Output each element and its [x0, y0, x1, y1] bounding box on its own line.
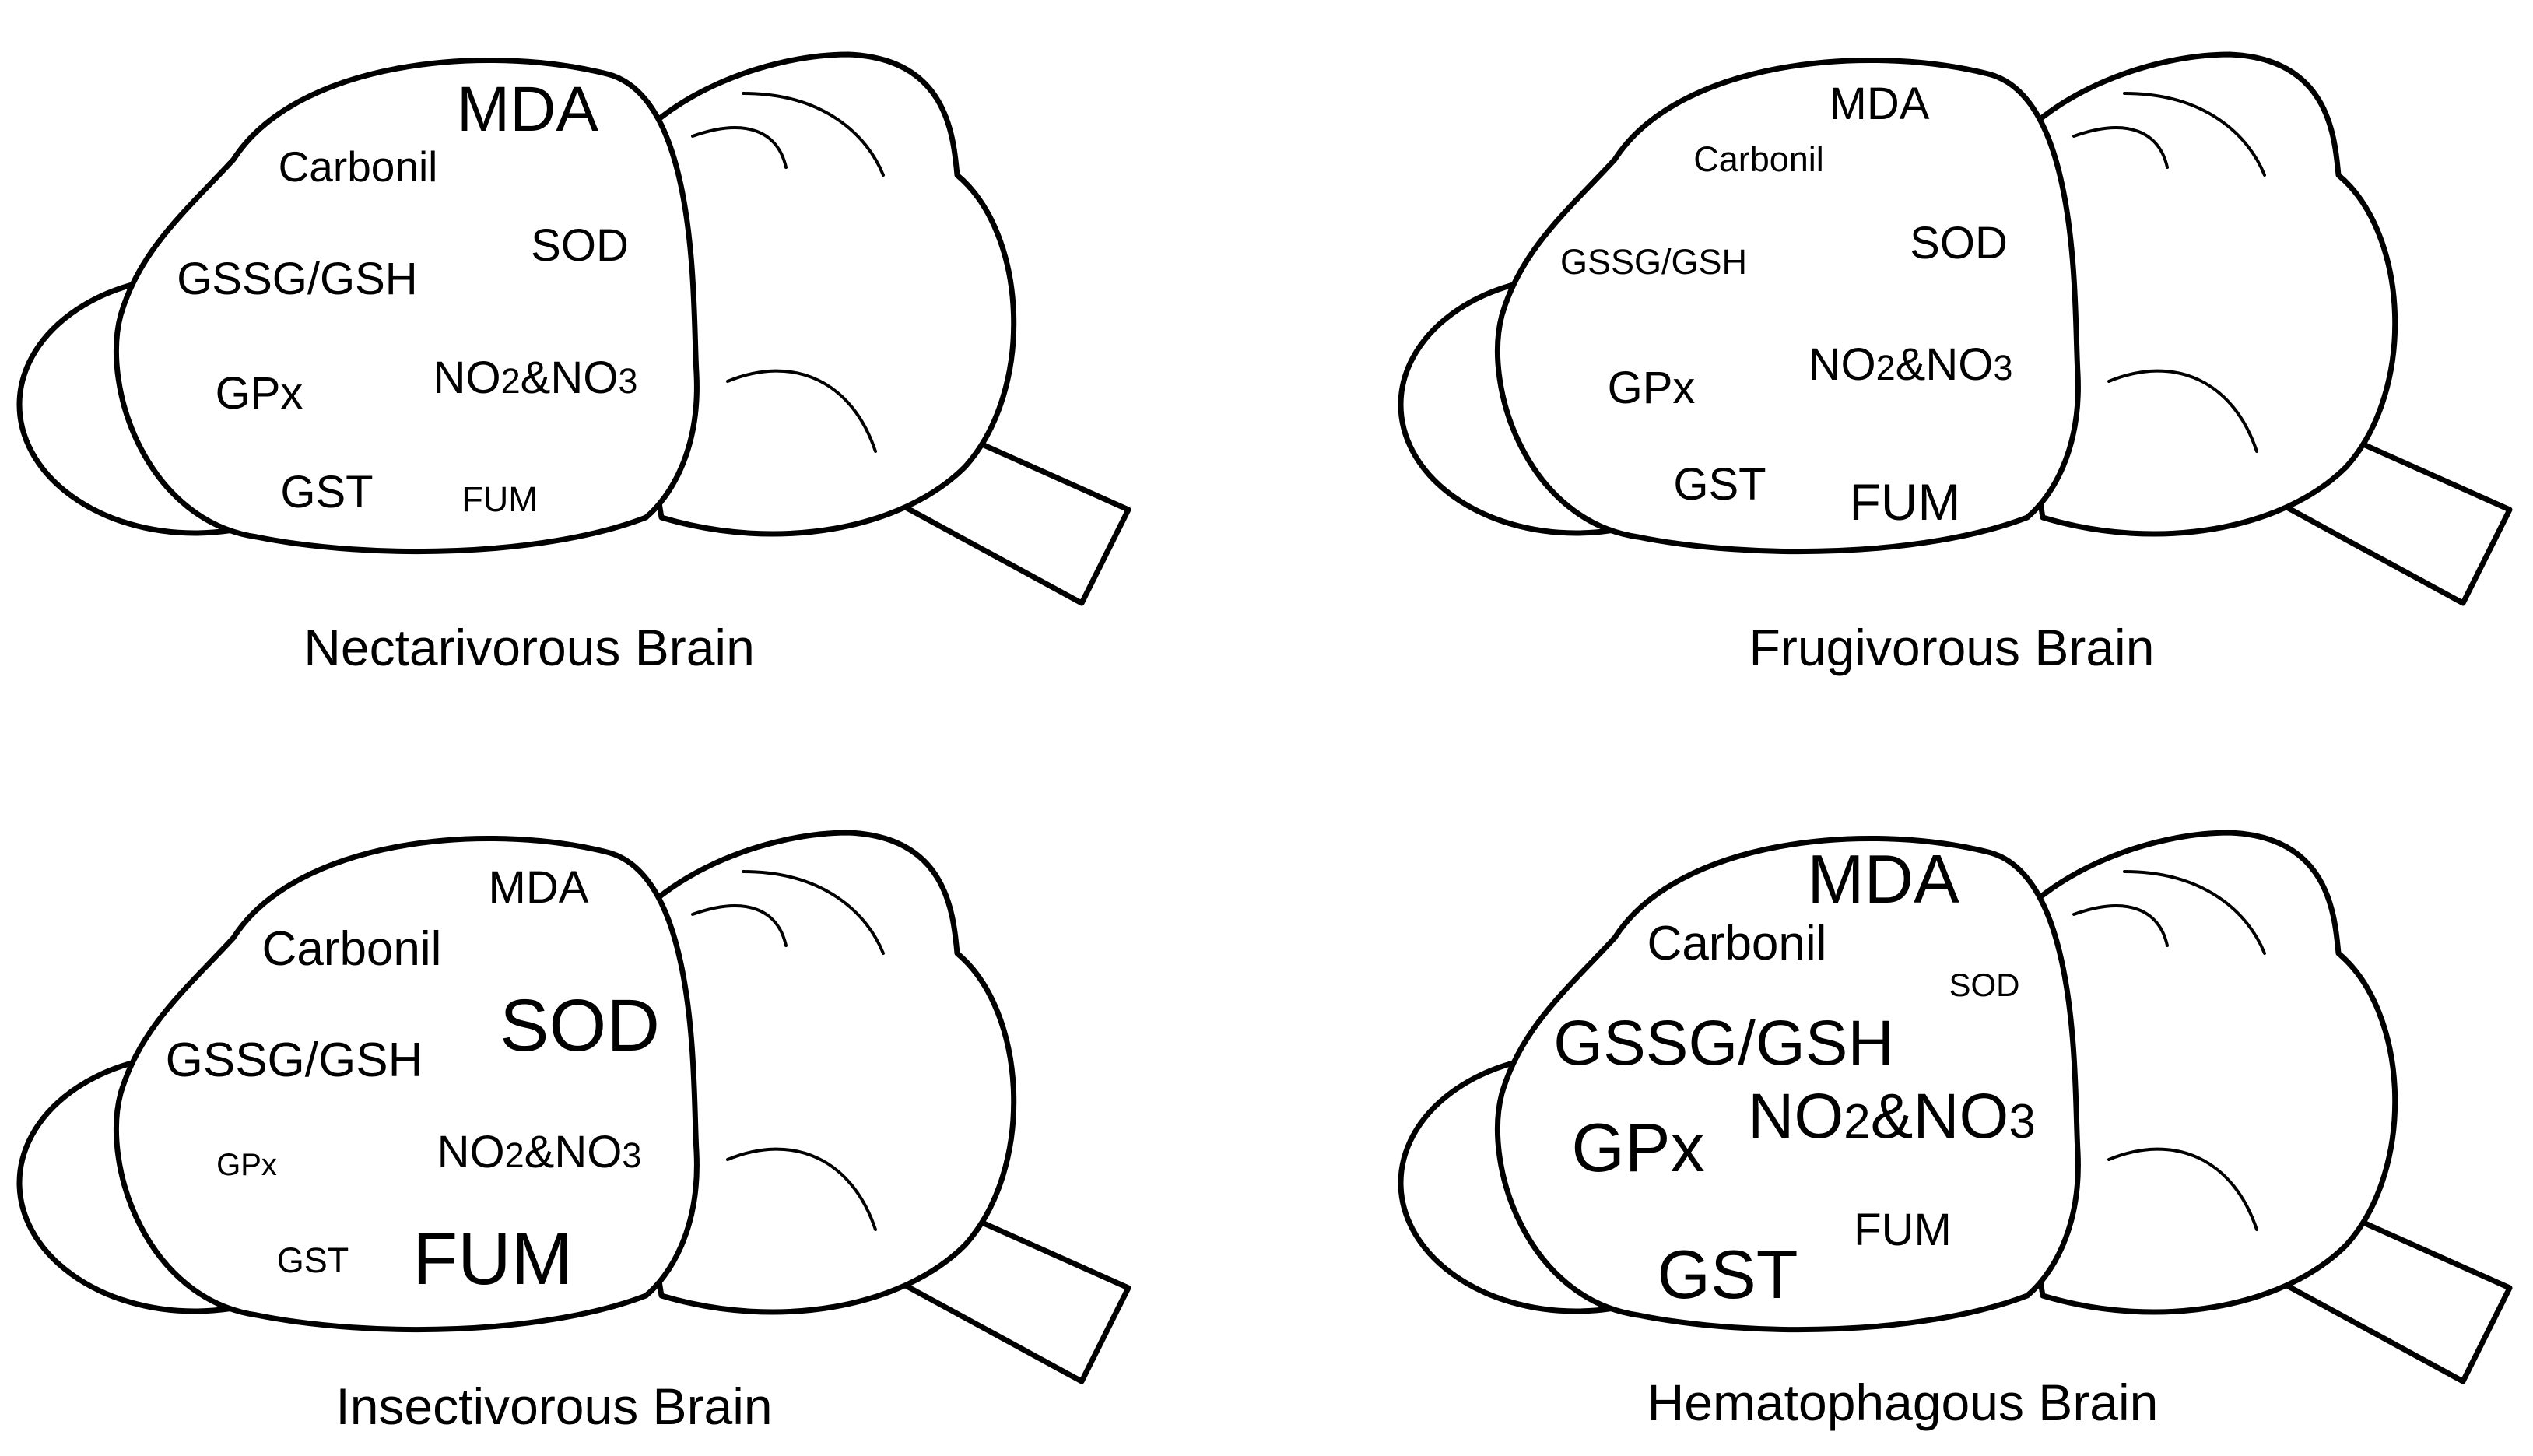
- label-fum: FUM: [461, 479, 537, 519]
- label-gssg-gsh: GSSG/GSH: [1560, 242, 1747, 282]
- label-gst: GST: [277, 1240, 349, 1280]
- label-no2-no3: NO2&NO3: [437, 1127, 642, 1177]
- label-sod: SOD: [500, 984, 660, 1067]
- brain-outline: [19, 833, 1128, 1381]
- label-no2-no3: NO2&NO3: [1809, 339, 2013, 390]
- label-mda: MDA: [1807, 840, 1959, 917]
- panel-nectarivorous: MDA Carbonil SOD GSSG/GSH NO2&NO3 GPx GS…: [19, 54, 1128, 676]
- caption-frugivorous: Frugivorous Brain: [1749, 619, 2155, 676]
- panel-frugivorous: MDA Carbonil SOD GSSG/GSH NO2&NO3 GPx GS…: [1401, 54, 2510, 676]
- label-gst: GST: [1658, 1236, 1798, 1313]
- label-fum: FUM: [412, 1218, 573, 1300]
- label-no2-no3: NO2&NO3: [433, 353, 638, 403]
- caption-nectarivorous: Nectarivorous Brain: [303, 619, 755, 676]
- label-gst: GST: [1673, 459, 1766, 510]
- caption-hematophagous: Hematophagous Brain: [1647, 1374, 2159, 1431]
- label-sod: SOD: [1949, 967, 2019, 1003]
- label-gpx: GPx: [216, 368, 303, 419]
- label-carbonil: Carbonil: [262, 922, 442, 976]
- label-gssg-gsh: GSSG/GSH: [1553, 1008, 1893, 1079]
- label-gst: GST: [280, 467, 373, 517]
- label-carbonil: Carbonil: [1647, 917, 1827, 970]
- label-no2-no3: NO2&NO3: [1748, 1081, 2036, 1152]
- label-carbonil: Carbonil: [1693, 139, 1824, 179]
- label-gssg-gsh: GSSG/GSH: [166, 1033, 423, 1087]
- label-gpx: GPx: [216, 1148, 277, 1182]
- label-fum: FUM: [1854, 1205, 1952, 1255]
- label-mda: MDA: [1830, 79, 1930, 129]
- label-mda: MDA: [489, 862, 589, 913]
- label-sod: SOD: [531, 220, 629, 271]
- panel-insectivorous: MDA Carbonil SOD GSSG/GSH NO2&NO3 GPx GS…: [19, 833, 1128, 1435]
- label-fum: FUM: [1850, 473, 1961, 531]
- label-gssg-gsh: GSSG/GSH: [177, 254, 417, 304]
- label-gpx: GPx: [1571, 1109, 1704, 1186]
- caption-insectivorous: Insectivorous Brain: [335, 1377, 772, 1435]
- panel-hematophagous: MDA Carbonil SOD GSSG/GSH NO2&NO3 GPx GS…: [1401, 833, 2510, 1431]
- label-sod: SOD: [1910, 218, 2008, 268]
- label-gpx: GPx: [1608, 363, 1696, 413]
- label-carbonil: Carbonil: [279, 142, 438, 191]
- label-mda: MDA: [457, 74, 599, 145]
